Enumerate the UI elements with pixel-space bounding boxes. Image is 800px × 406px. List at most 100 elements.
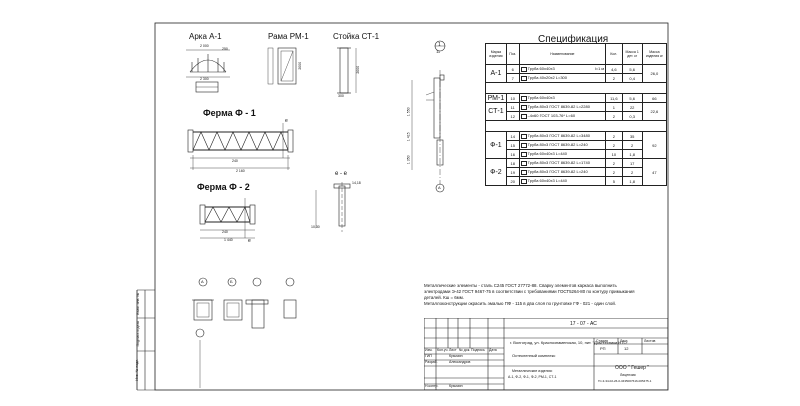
spec-qty: 2 (605, 140, 623, 150)
table-row: А-1 6 Труба 60х40х3 l=1 м 4,6 5,6 26,0 (485, 64, 668, 83)
spec-title: Спецификация (538, 34, 609, 45)
spec-mass: 17 (621, 158, 643, 168)
frame-drawing (267, 47, 297, 85)
dim-post-mid: 1 415 (406, 132, 411, 142)
spec-name: Труба 60х40х3 L=440 (518, 149, 607, 159)
table-row: РМ-1 10 Труба 60х40х3 11,6 5,6 66 (485, 93, 668, 103)
tb-h-doc: № док. (459, 348, 471, 352)
spec-mass: 5,6 (621, 93, 643, 103)
tb-project: Остекленный комплекс (512, 353, 556, 358)
cut-mark-e: е (285, 118, 288, 124)
table-row: 20 Труба 60х40х3 L=440 5 1,8 (486, 176, 667, 186)
table-row: СТ-1 11 Труба 80х3 ГОСТ 8639-82 L=2280 1… (485, 102, 668, 121)
spec-mark: СТ-1 (485, 102, 507, 121)
note-line: Металлоконструкции окрасить эмалью ПФ - … (424, 301, 616, 306)
spec-qty: 2 (605, 131, 623, 141)
spec-name: Труба 80х3 ГОСТ 8639-82 L=240 (518, 140, 607, 150)
frame-title: Рама РМ-1 (268, 32, 309, 41)
spec-total: 26,0 (641, 64, 668, 83)
tb-role3: Н.контр. (425, 384, 439, 388)
spec-name: Труба 40х20х2 L=300 (518, 73, 607, 83)
dim-frame-h: 2000 (298, 61, 303, 70)
spec-mass: 22 (621, 102, 643, 112)
tb-org: ООО " Гешер " (615, 365, 650, 371)
spec-header-row: Марка изделия Поз. Наименование Кол. Мас… (485, 43, 668, 65)
spec-pos: 12 (505, 111, 520, 121)
spec-name: Труба 60х40х3 L=440 (518, 176, 607, 186)
spec-mass: 1,8 (621, 176, 643, 186)
specification-table: Марка изделия Поз. Наименование Кол. Мас… (485, 43, 668, 186)
spec-mark: РМ-1 (485, 93, 507, 103)
table-row: 16 Труба 60х40х3 L=440 10 1,8 (486, 149, 667, 159)
dim-section-a: 14,18 (352, 181, 361, 185)
sheet-frame (154, 22, 669, 391)
tb-name2: Александров (449, 360, 471, 364)
detail-a2 (195, 328, 205, 388)
spec-pos: 7 (505, 73, 520, 83)
dim-arch-side: 250 (222, 47, 228, 51)
spec-qty: 10 (605, 149, 623, 159)
spec-header: Поз. (505, 43, 520, 65)
spec-pos: 19 (505, 167, 520, 177)
tb-city: Лицензия (620, 373, 636, 377)
elevation-mark: 1 (438, 42, 441, 48)
table-row: 15 Труба 80х3 ГОСТ 8639-82 L=240 2 2 (486, 140, 667, 150)
spec-pos: 18 (505, 158, 520, 168)
tb-h-date: Дата (489, 348, 497, 352)
spec-mass: 2 (621, 167, 643, 177)
side-stamp-text: Взам. инв. № (136, 292, 141, 315)
spec-header: Марка изделия (485, 43, 507, 65)
tb-role2: Разраб. (425, 360, 438, 364)
tb-h-kol: Кол.уч. (437, 348, 449, 352)
elevation-sheet: 11 (436, 49, 441, 54)
spec-mark: Ф-2 (485, 158, 507, 186)
dim-truss1-total: 2 160 (236, 169, 245, 173)
spec-header: Кол. (605, 43, 623, 65)
spec-pos: 11 (505, 102, 520, 112)
detail-node-a (245, 277, 269, 329)
spec-qty: 2 (605, 158, 623, 168)
spec-name: –4х60 ГОСТ 103-76* L=60 (518, 111, 607, 121)
dim-truss1-cells: 240 (232, 159, 238, 163)
title-block (424, 318, 668, 390)
tb-name3: Кузьмин (449, 384, 463, 388)
spec-header: Масса 1 дет. кг (621, 43, 643, 65)
spec-total: 47 (641, 158, 668, 186)
spec-mass: 2 (621, 140, 643, 150)
tb-drawing: Металлические изделия: (512, 369, 553, 373)
note-line: электродами Э-42 ГОСТ 9467-75 в соответс… (424, 289, 635, 294)
spec-mass: 0,4 (621, 73, 643, 83)
tb-sheet-h: Лист (620, 339, 628, 343)
table-row: Ф-1 14 Труба 80х3 ГОСТ 8639-82 L=3480 2 … (485, 131, 668, 159)
elevation-1-1 (411, 40, 446, 193)
spec-pos: 15 (505, 140, 520, 150)
tb-name1: Кузьмин (449, 354, 463, 358)
tb-drawing2: А-1, Ф-2, Ф-1, Ф-2, РМ-1, СТ-1 (508, 375, 557, 379)
tb-role1: ГИП (425, 354, 432, 358)
spec-pos: 16 (505, 149, 520, 159)
table-row: 19 Труба 80х3 ГОСТ 8639-82 L=240 2 2 (486, 167, 667, 177)
spec-name: Труба 80х3 ГОСТ 8639-82 L=240 (518, 167, 607, 177)
spec-pos: 20 (505, 176, 520, 186)
tb-h-sign: Подпись (471, 348, 485, 352)
tb-sheet: 12 (624, 346, 629, 351)
spec-qty: 2 (605, 167, 623, 177)
detail-b (223, 277, 243, 321)
cut-mark-e2: е (248, 238, 251, 244)
detail-b-mark: Б (230, 279, 233, 284)
spec-pos: 14 (505, 131, 520, 141)
arch-drawing (186, 49, 230, 93)
post-drawing (337, 47, 357, 94)
spec-qty: 4,6 (605, 64, 623, 74)
truss-2-drawing (199, 198, 256, 239)
spec-header: Масса изделия кг (641, 43, 668, 65)
spec-name: Труба 60х40х3 l=1 м (518, 64, 607, 74)
section-e-e (315, 182, 351, 232)
spec-mark: А-1 (485, 64, 507, 83)
dim-arch-w: 2 300 (200, 77, 209, 81)
truss-1-title: Ферма Ф - 1 (203, 108, 256, 118)
dim-post-w: 300 (338, 94, 344, 98)
side-stamp-text: Подпись и дата (135, 321, 140, 347)
spec-qty: 5 (605, 176, 623, 186)
